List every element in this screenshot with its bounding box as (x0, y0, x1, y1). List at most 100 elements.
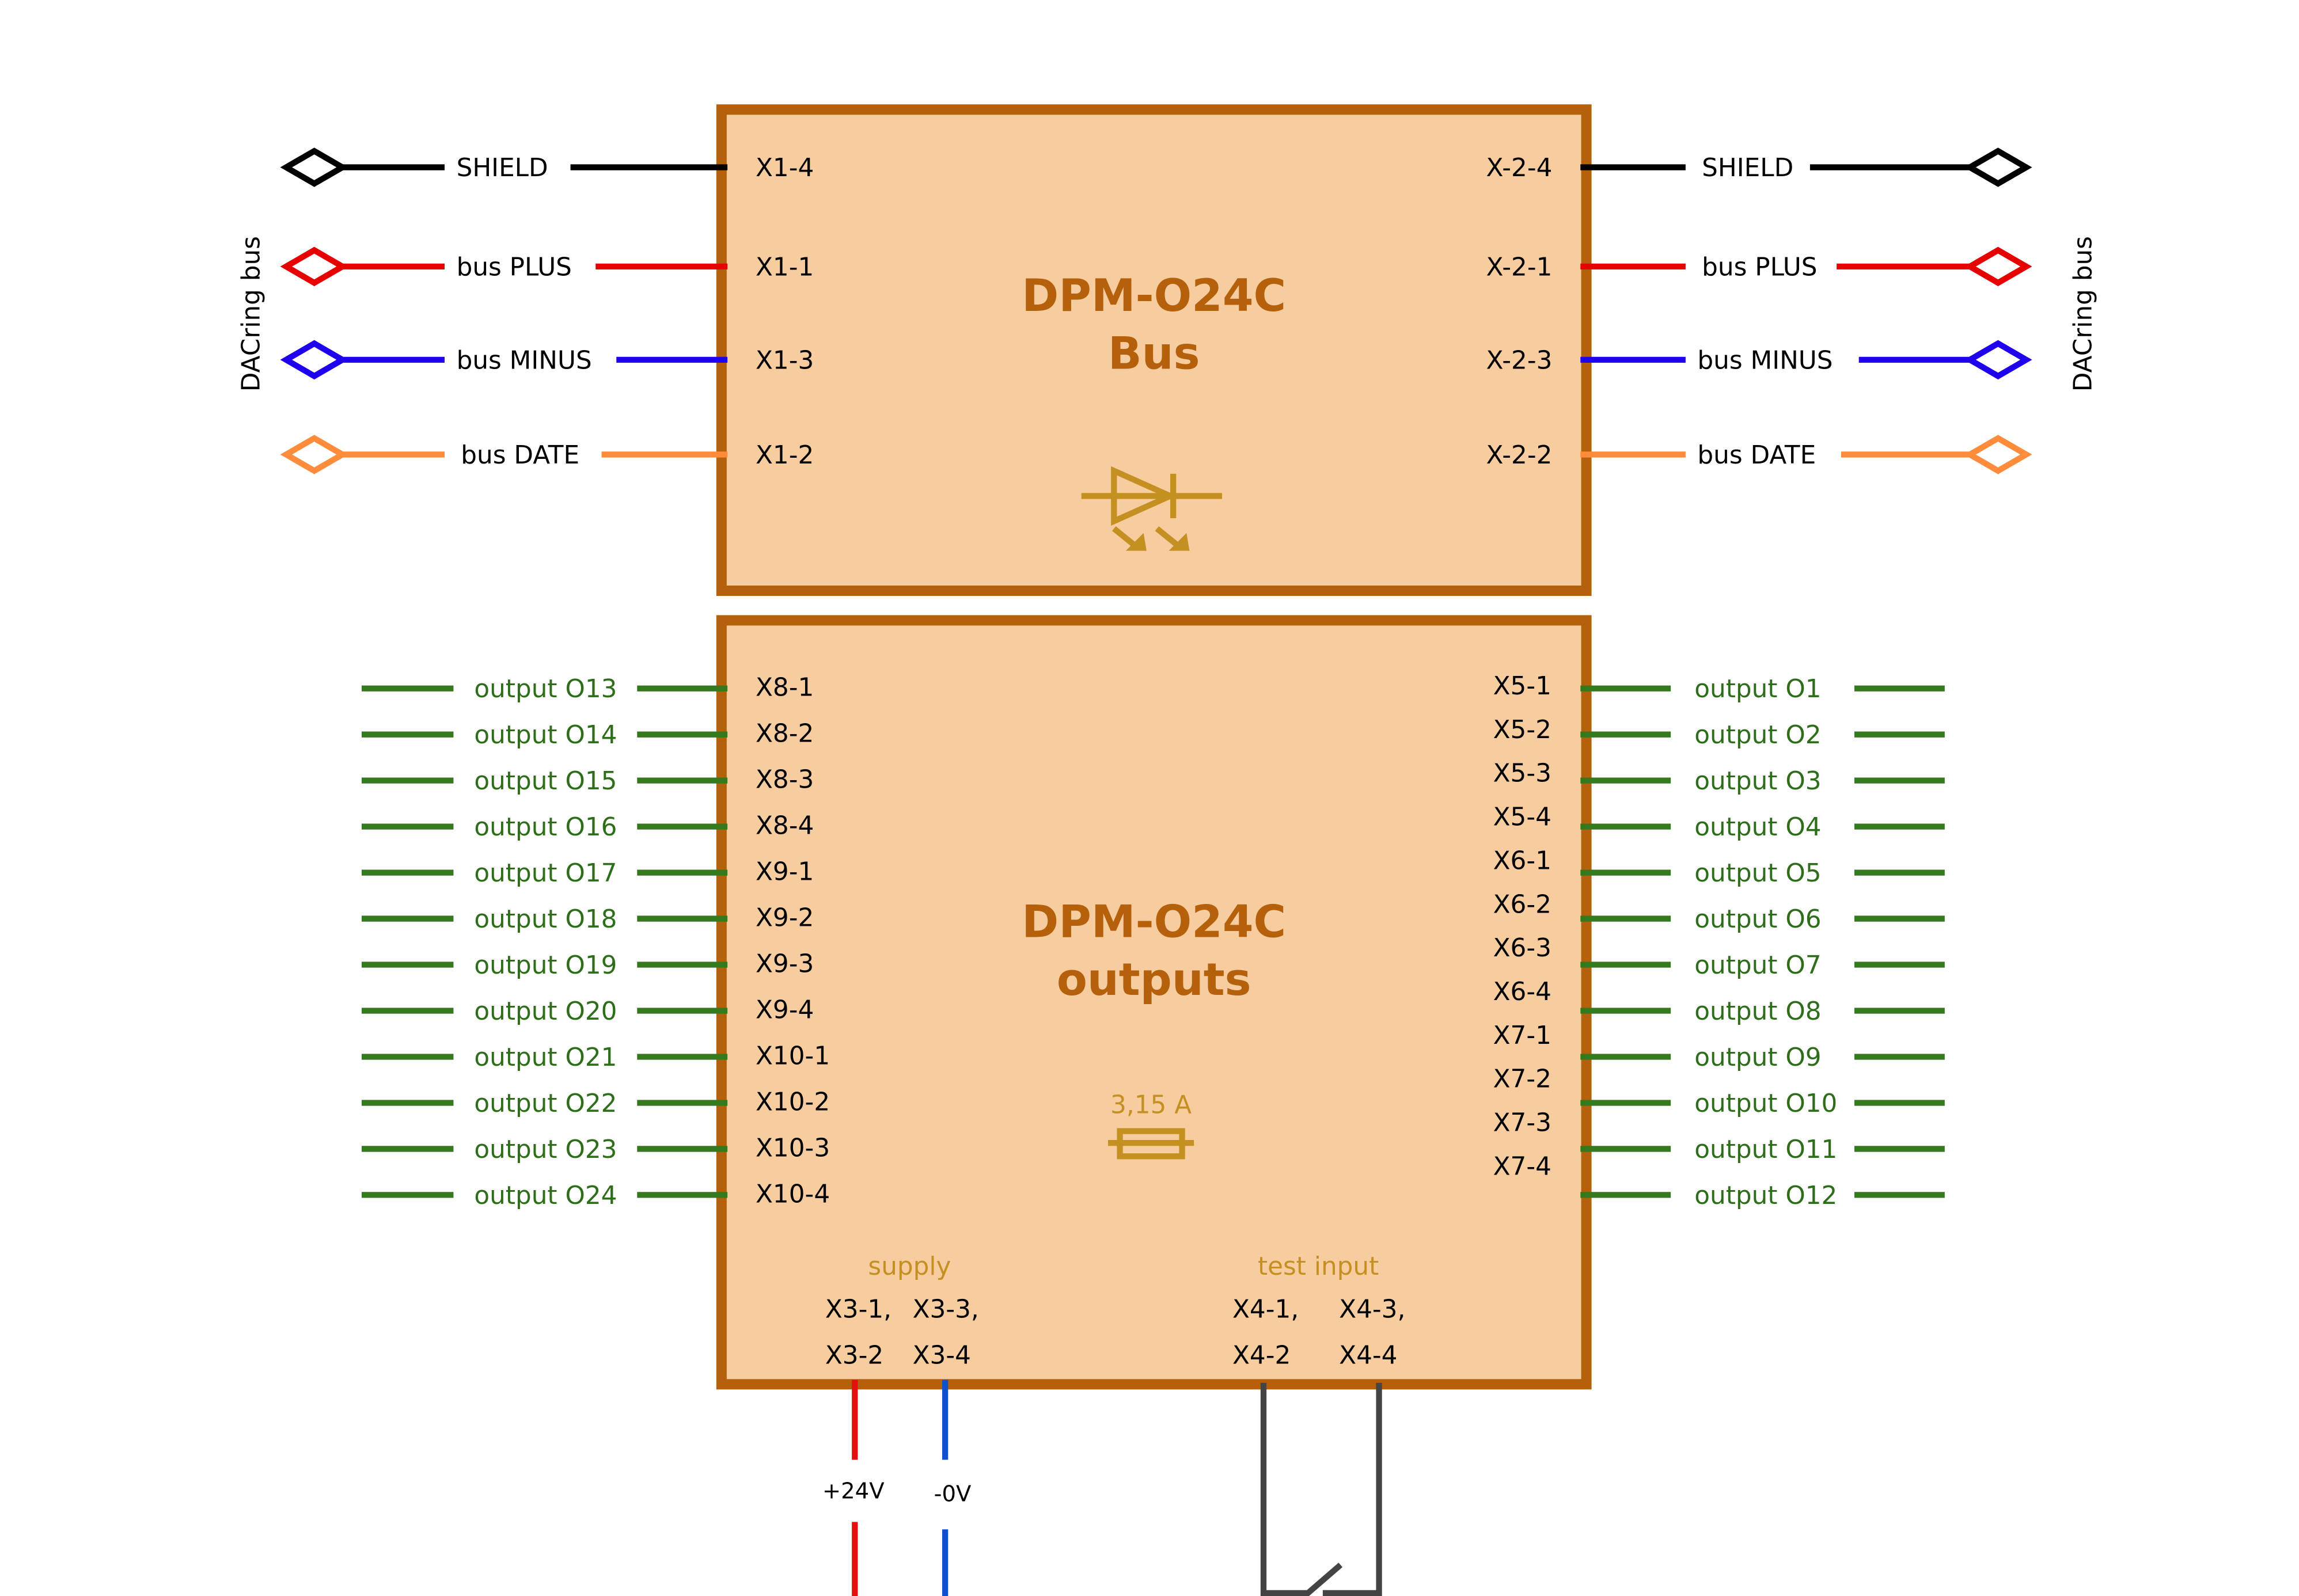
output-label: output O13 (474, 674, 617, 704)
pin-label: X5-1 (1493, 671, 1551, 701)
pin-label: X7-1 (1493, 1021, 1551, 1050)
output-label: output O3 (1694, 766, 1821, 796)
pin-label: X8-4 (756, 811, 814, 840)
output-label: output O17 (474, 858, 617, 888)
dacring-bus-right-label: DACring bus (2068, 236, 2097, 392)
pin-label: X1-1 (756, 252, 814, 282)
output-label: output O19 (474, 951, 617, 980)
test-pin-b-2: X4-4 (1339, 1340, 1397, 1370)
led-arrow-heads (1125, 533, 1190, 551)
output-right-wire: X7-4 output O12 (1493, 1152, 1945, 1210)
output-right-wire: X5-1 output O1 (1493, 671, 1945, 704)
pin-label: X8-2 (756, 719, 814, 748)
output-module-box (716, 615, 1592, 1390)
output-label: output O11 (1694, 1135, 1837, 1164)
connector-terminal-icon (1964, 340, 2032, 380)
bus-left-wire: SHIELD X1-4 (280, 147, 814, 187)
output-label: output O23 (474, 1135, 617, 1164)
wire-label: bus MINUS (457, 345, 592, 375)
output-module-title: DPM-O24C (1022, 896, 1286, 948)
test-pin-a-1: X4-1, (1232, 1295, 1299, 1324)
output-label: output O24 (474, 1181, 617, 1210)
output-right-wire: X7-1 output O9 (1493, 1021, 1945, 1072)
output-label: output O18 (474, 905, 617, 934)
led-icon (1081, 466, 1222, 550)
wire-label: bus MINUS (1697, 345, 1833, 375)
supply-plus-label: +24V (822, 1478, 885, 1504)
pin-label: X6-2 (1493, 890, 1551, 919)
output-right-wire: X6-3 output O7 (1493, 933, 1945, 980)
pin-label: X1-4 (756, 153, 814, 183)
pin-label: X6-1 (1493, 846, 1551, 875)
supply-pin-a-2: X3-2 (825, 1340, 883, 1370)
supply-pin-b-2: X3-4 (913, 1340, 971, 1370)
supply-pin-a-1: X3-1, (825, 1295, 891, 1324)
pin-label: X10-4 (756, 1179, 830, 1209)
output-label: output O12 (1694, 1181, 1837, 1210)
supply-label: supply (868, 1252, 951, 1281)
pin-label: X1-2 (756, 440, 814, 470)
pin-label: X7-2 (1493, 1065, 1551, 1094)
connector-terminal-icon (1964, 246, 2032, 287)
connector-terminal-icon (280, 246, 348, 287)
test-input-label: test input (1258, 1252, 1379, 1281)
output-label: output O2 (1694, 720, 1821, 750)
output-label: output O7 (1694, 951, 1821, 980)
output-right-wire: X5-4 output O4 (1493, 803, 1945, 842)
bus-module-box (716, 104, 1592, 596)
output-label: output O9 (1694, 1043, 1821, 1072)
pin-label: X5-3 (1493, 759, 1551, 788)
output-left-wire: output O14 X8-2 (361, 719, 814, 750)
output-left-wire: output O15 X8-3 (361, 765, 814, 796)
output-label: output O14 (474, 720, 617, 750)
pin-label: X9-1 (756, 857, 814, 886)
bus-left-wire: bus DATE X1-2 (280, 435, 814, 474)
pin-label: X8-3 (756, 765, 814, 795)
output-label: output O21 (474, 1043, 617, 1072)
wire-label: SHIELD (457, 153, 548, 183)
fuse-rating-label: 3,15 A (1110, 1090, 1192, 1120)
supply-pin-b-1: X3-3, (913, 1295, 979, 1324)
output-left-wire: output O16 X8-4 (361, 811, 814, 842)
pin-label: X9-2 (756, 903, 814, 932)
output-label: output O4 (1694, 812, 1821, 842)
pin-label: X5-4 (1493, 803, 1551, 832)
pin-label: X9-3 (756, 949, 814, 978)
pin-label: X-2-3 (1486, 345, 1553, 375)
wire-label: bus DATE (1697, 440, 1816, 470)
fuse-icon (1108, 1128, 1194, 1160)
test-pin-a-2: X4-2 (1232, 1340, 1291, 1370)
output-label: output O16 (474, 812, 617, 842)
test-switch-icon (1260, 1382, 1382, 1596)
wire-label: bus DATE (461, 440, 579, 470)
test-pin-b-1: X4-3, (1339, 1295, 1405, 1324)
pin-label: X1-3 (756, 345, 814, 375)
pin-label: X6-3 (1493, 933, 1551, 963)
output-label: output O8 (1694, 997, 1821, 1026)
pin-label: X-2-1 (1486, 252, 1553, 282)
connector-terminal-icon (280, 147, 348, 187)
pin-label: X7-3 (1493, 1108, 1551, 1138)
pin-label: X-2-4 (1486, 153, 1553, 183)
output-label: output O15 (474, 766, 617, 796)
pin-label: X7-4 (1493, 1152, 1551, 1181)
output-label: output O1 (1694, 674, 1821, 704)
pin-label: X10-2 (756, 1087, 830, 1116)
dacring-bus-left-label: DACring bus (237, 236, 266, 392)
output-right-wire: X7-3 output O11 (1493, 1108, 1945, 1164)
